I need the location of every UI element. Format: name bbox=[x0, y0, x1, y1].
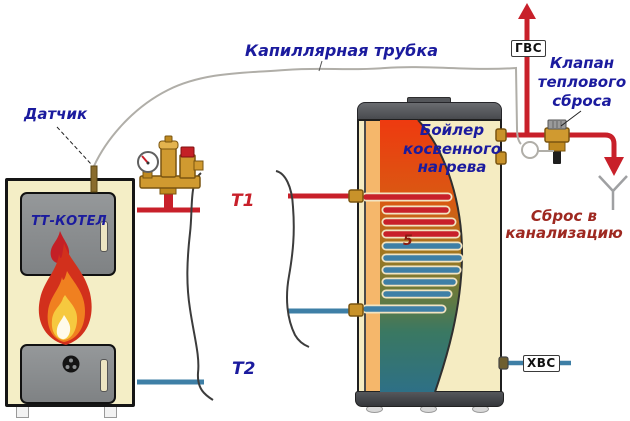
air-damper-icon bbox=[62, 355, 80, 373]
pipe-fitting bbox=[498, 356, 509, 370]
hot-water-tag: ГВС bbox=[511, 40, 547, 57]
arrow-up-icon bbox=[518, 3, 536, 19]
drain-funnel-icon bbox=[598, 175, 628, 210]
drain-sewer-label: Сброс в канализацию bbox=[505, 207, 623, 242]
annotation-pointer-line bbox=[56, 60, 582, 165]
pipe-fitting bbox=[495, 128, 507, 165]
coil-number-label: 5 bbox=[403, 233, 413, 249]
boiler-lower-door bbox=[20, 344, 116, 404]
cold-water-tag: ХВС bbox=[523, 355, 560, 372]
air-vent-icon bbox=[158, 135, 179, 178]
relief-valve-label: Клапан теплового сброса bbox=[537, 54, 627, 110]
sensor-label: Датчик bbox=[24, 105, 88, 123]
t2-label: Т2 bbox=[232, 359, 256, 379]
flame-icon bbox=[38, 231, 92, 345]
safety-valve-icon bbox=[179, 146, 204, 179]
heat-exchanger-coil bbox=[361, 192, 464, 314]
tank-insulation-layer bbox=[364, 121, 382, 393]
arrow-down-icon bbox=[604, 157, 624, 176]
t1-label: Т1 bbox=[231, 191, 255, 211]
temperature-sensor-icon bbox=[90, 165, 98, 193]
hot-water-pipe bbox=[502, 3, 624, 176]
capillary-tube-label: Капиллярная трубка bbox=[245, 41, 438, 60]
door-handle bbox=[100, 221, 108, 252]
indirect-boiler-label: Бойлер косвенного нагрева bbox=[403, 121, 502, 176]
capillary-tube-line bbox=[93, 66, 554, 167]
safety-group-icon bbox=[137, 135, 204, 210]
thermal-relief-valve-icon bbox=[544, 119, 570, 164]
pipe-fitting bbox=[348, 189, 364, 317]
return-pipe-t2 bbox=[137, 308, 354, 385]
pressure-gauge-icon bbox=[137, 151, 159, 173]
door-handle bbox=[100, 359, 108, 392]
boiler-name-label: ТТ-КОТЕЛ bbox=[31, 214, 107, 229]
pipe-break-mark bbox=[186, 170, 310, 401]
